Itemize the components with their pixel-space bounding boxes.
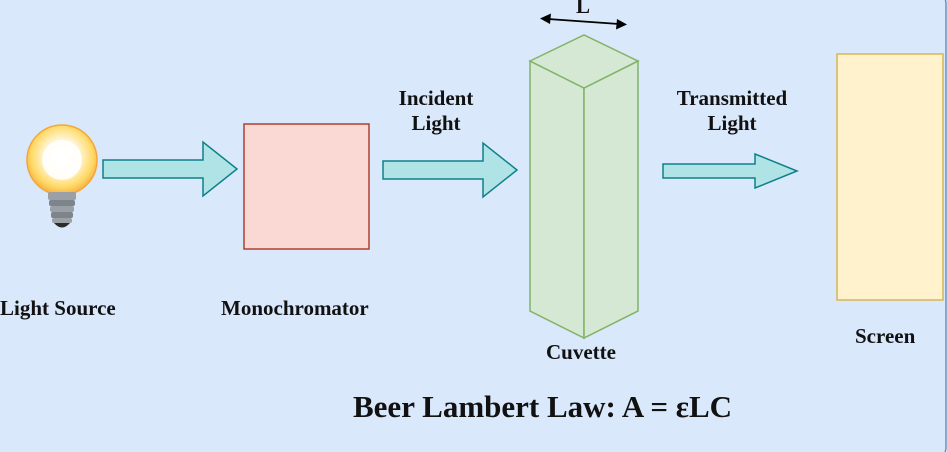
transmitted-light-label: Transmitted Light bbox=[662, 86, 802, 136]
double-headed-arrow-icon bbox=[540, 13, 627, 30]
cuvette-prism bbox=[528, 34, 640, 340]
monochromator-box bbox=[243, 123, 370, 250]
incident-light-arrow bbox=[382, 141, 519, 199]
transmitted-light-line2: Light bbox=[707, 111, 757, 136]
transmitted-light-line1: Transmitted bbox=[676, 86, 788, 110]
beer-lambert-law-equation: Beer Lambert Law: A = εLC bbox=[353, 389, 733, 424]
screen-label: Screen bbox=[855, 324, 916, 348]
incident-light-line1: Incident bbox=[398, 86, 474, 110]
transmitted-light-arrow bbox=[662, 152, 799, 190]
path-length-label: L bbox=[576, 0, 591, 18]
block-arrow-icon bbox=[102, 140, 239, 198]
light-source-label: Light Source bbox=[0, 296, 116, 320]
monochromator-label: Monochromator bbox=[221, 296, 369, 320]
screen-panel bbox=[836, 53, 944, 301]
incident-light-label: Incident Light bbox=[376, 86, 496, 136]
cuvette-label: Cuvette bbox=[546, 340, 616, 364]
light-bulb-icon bbox=[26, 124, 98, 228]
incident-light-line2: Light bbox=[411, 111, 461, 136]
